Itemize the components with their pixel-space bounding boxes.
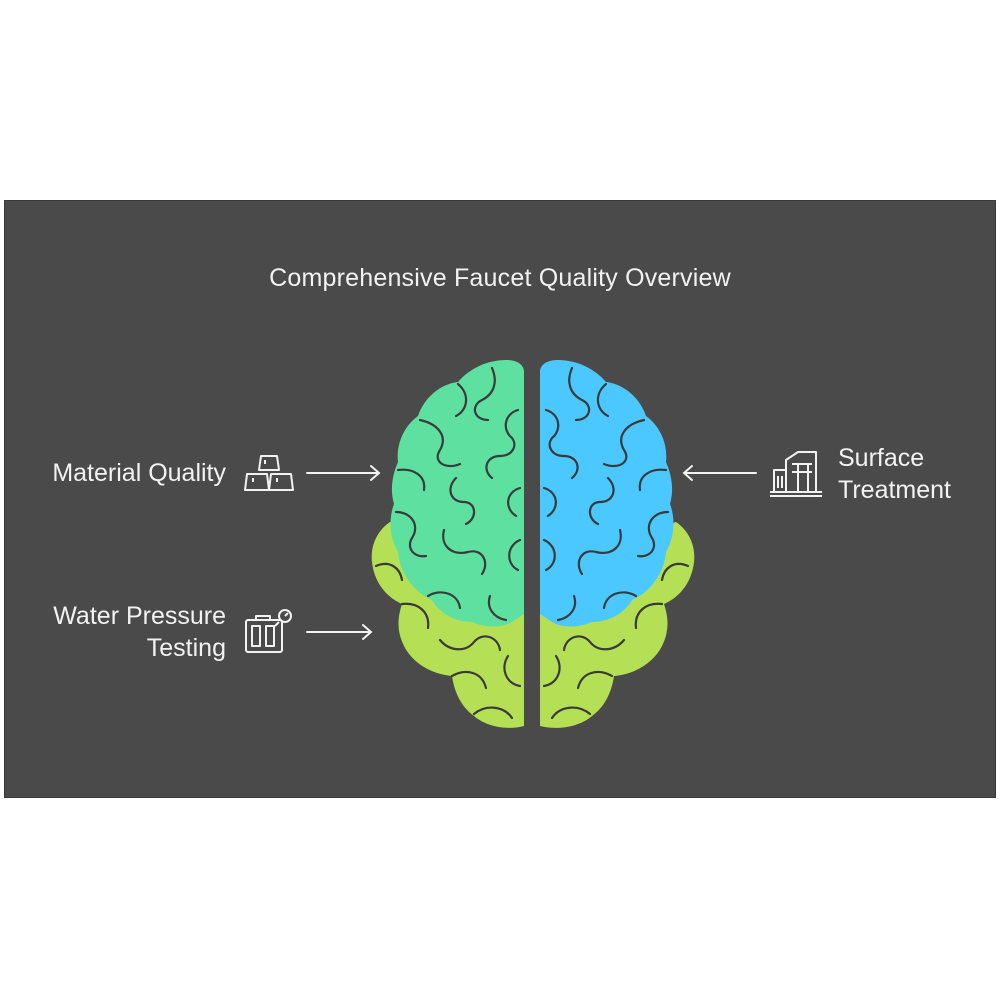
pressure-gauge-icon <box>245 609 292 653</box>
brain-folds <box>374 366 690 720</box>
building-icon <box>770 451 822 497</box>
arrow-material-quality <box>306 465 381 481</box>
label-line: Water Pressure <box>53 602 226 630</box>
label-line: Material Quality <box>52 459 226 487</box>
arrow-water-pressure-testing <box>306 624 373 640</box>
brain-lobe-upper-right <box>540 360 674 627</box>
diagram-title: Comprehensive Faucet Quality Overview <box>269 264 731 292</box>
label-line: Surface <box>838 444 925 472</box>
gold-bars-icon <box>244 455 294 491</box>
label-line: Testing <box>146 634 226 662</box>
label-surface-treatment: Surface Treatment <box>838 442 988 506</box>
label-water-pressure-testing: Water Pressure Testing <box>20 600 226 664</box>
arrow-surface-treatment <box>682 465 757 481</box>
label-line: Treatment <box>838 476 952 504</box>
label-material-quality: Material Quality <box>30 457 226 489</box>
brain-lobe-upper-left <box>390 360 524 627</box>
